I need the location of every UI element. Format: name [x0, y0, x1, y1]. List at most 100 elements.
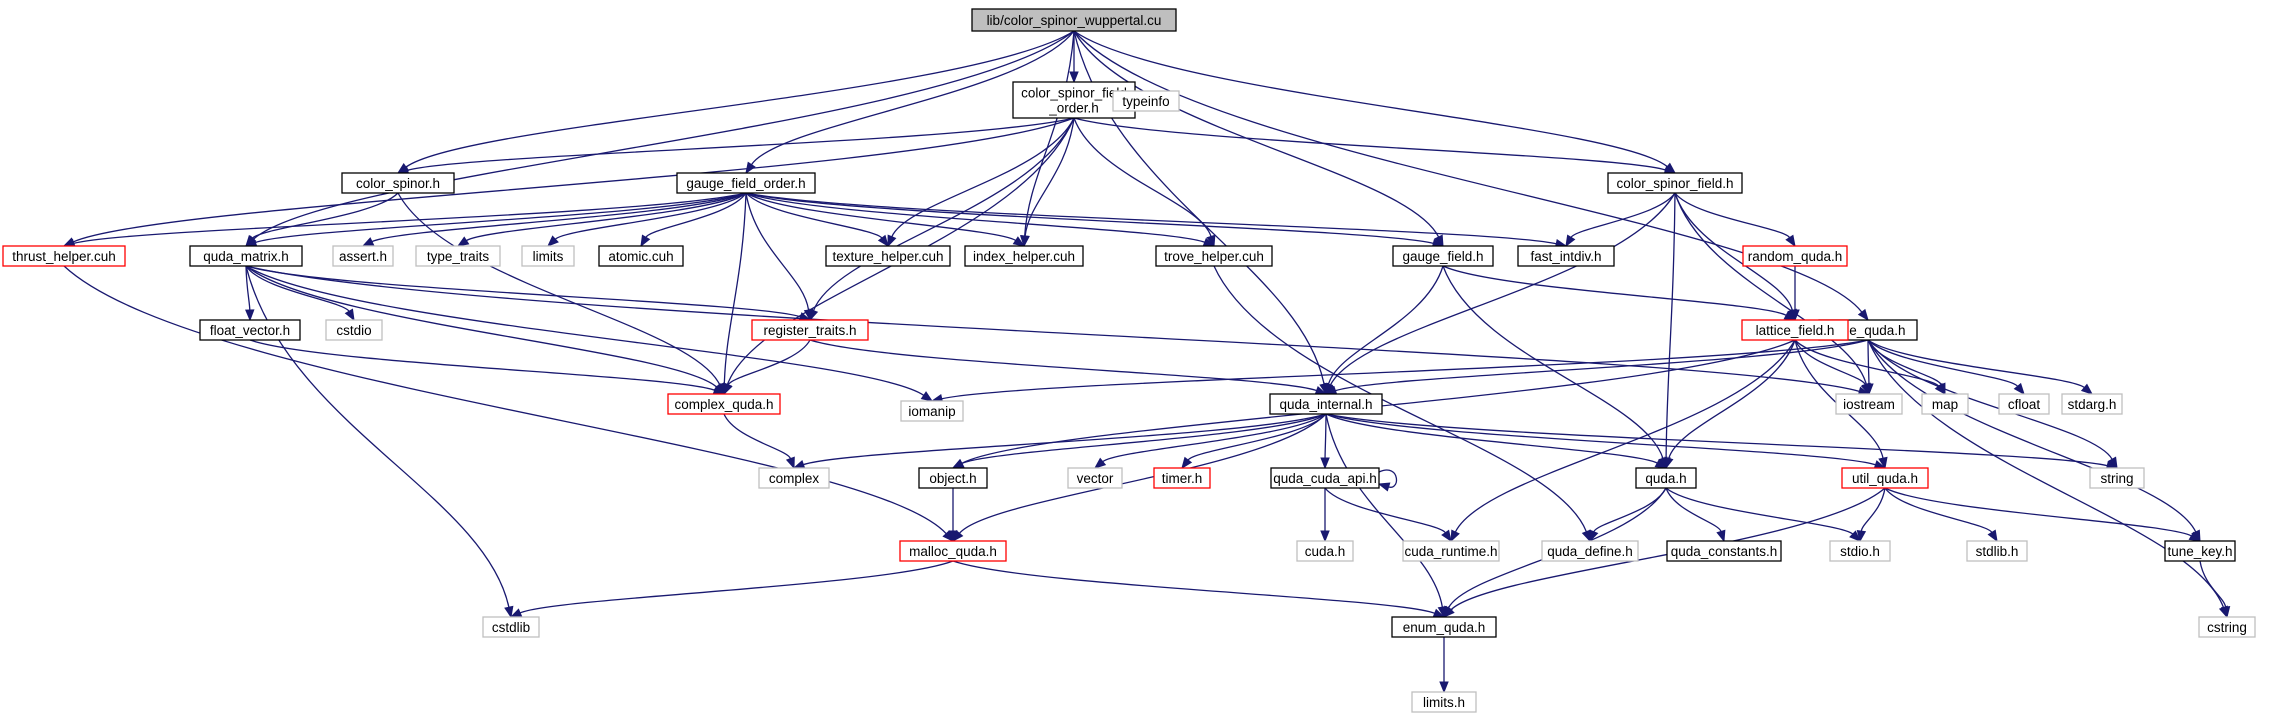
node-root[interactable]: lib/color_spinor_wuppertal.cu [971, 8, 1177, 32]
edge-line [63, 265, 947, 535]
node-index[interactable]: index_helper.cuh [964, 245, 1084, 267]
node-box [1155, 245, 1273, 267]
edge-lattice-to-cudart [1450, 339, 1796, 543]
node-lattice[interactable]: lattice_field.h [1741, 319, 1849, 341]
edge-enum-to-limitsh [1439, 637, 1449, 694]
edge-arrowhead [792, 460, 806, 469]
edge-gfo-to-limits [547, 192, 747, 247]
node-tunekey[interactable]: tune_key.h [2164, 540, 2236, 562]
edge-line [1867, 339, 2019, 387]
edge-gfo-to-index [745, 192, 1026, 247]
edge-qca-to-cudah [1320, 487, 1330, 543]
node-csf[interactable]: color_spinor_field.h [1607, 172, 1743, 194]
node-util[interactable]: util_quda.h [1841, 467, 1929, 489]
edge-arrowhead [1664, 456, 1674, 470]
node-qca[interactable]: quda_cuda_api.h [1270, 467, 1380, 489]
node-enum[interactable]: enum_quda.h [1391, 616, 1497, 638]
node-csfo[interactable]: color_spinor_field_order.h [1012, 81, 1136, 119]
node-gf[interactable]: gauge_field.h [1392, 245, 1494, 267]
edge-arrowhead [1181, 456, 1193, 470]
edge-csfo-to-index [1020, 117, 1075, 248]
node-qm[interactable]: quda_matrix.h [189, 245, 303, 267]
node-fastint[interactable]: fast_intdiv.h [1517, 245, 1615, 267]
node-object[interactable]: object.h [918, 467, 988, 489]
node-label: util_quda.h [1852, 471, 1918, 486]
node-texture[interactable]: texture_helper.cuh [825, 245, 951, 267]
edge-line [723, 413, 792, 460]
node-cudart: cuda_runtime.h [1402, 540, 1500, 562]
edge-line [1674, 192, 1791, 239]
edge-cq-to-complex [723, 413, 795, 470]
node-cstdio: cstdio [325, 319, 383, 341]
edge-line [723, 192, 747, 385]
node-box [1921, 393, 1969, 415]
edge-arrowhead [1377, 482, 1391, 492]
edge-line [1325, 413, 1658, 464]
edge-qi-to-timer [1181, 413, 1327, 470]
edge-qi-to-util [1325, 413, 1887, 470]
edge-arrowhead [456, 236, 470, 247]
edge-csfo-to-thrust [62, 117, 1075, 247]
edge-qi-to-enum [1325, 413, 1447, 619]
edge-arrowhead [1441, 529, 1452, 543]
edge-csfo-to-trove [1073, 117, 1216, 248]
edge-arrowhead [1093, 457, 1107, 469]
edge-gfo-to-atomic [640, 192, 747, 248]
node-iomanip: iomanip [900, 400, 964, 422]
node-qi[interactable]: quda_internal.h [1269, 393, 1383, 415]
node-qconst[interactable]: quda_constants.h [1666, 540, 1782, 562]
node-malloc[interactable]: malloc_quda.h [899, 540, 1007, 562]
node-box [825, 245, 951, 267]
node-cstring: cstring [2198, 616, 2256, 638]
node-label: quda_cuda_api.h [1273, 471, 1377, 486]
edge-gfo-to-regtr [745, 192, 814, 322]
edge-line [941, 339, 1869, 400]
node-box [1841, 467, 1929, 489]
edge-line [1325, 413, 1444, 608]
edge-line [251, 192, 399, 239]
edge-line [1324, 413, 1327, 459]
node-cq[interactable]: complex_quda.h [667, 393, 781, 415]
node-random[interactable]: random_quda.h [1742, 245, 1848, 267]
node-regtr[interactable]: register_traits.h [751, 319, 869, 341]
edge-csfo-to-csf [1073, 117, 1677, 175]
node-qh[interactable]: quda.h [1635, 467, 1697, 489]
node-gfo[interactable]: gauge_field_order.h [676, 172, 816, 194]
node-box [482, 616, 540, 638]
node-label: index_helper.cuh [973, 249, 1075, 264]
edge-line [1570, 192, 1676, 238]
edge-line [1102, 413, 1327, 463]
node-timer[interactable]: timer.h [1153, 467, 1211, 489]
node-trove[interactable]: trove_helper.cuh [1155, 245, 1273, 267]
node-stdarg: stdarg.h [2061, 393, 2123, 415]
edge-arrowhead [1857, 308, 1869, 322]
edge-line [1450, 487, 1886, 611]
edge-line [803, 413, 1327, 466]
edge-line [371, 192, 747, 243]
edge-qm-to-cstdio [245, 265, 355, 322]
node-atomic[interactable]: atomic.cuh [598, 245, 684, 267]
edge-csf-to-random [1674, 192, 1796, 248]
edge-line [1073, 30, 1440, 238]
edge-lattice-to-iostream [1794, 339, 1870, 396]
node-type_traits: type_traits [415, 245, 501, 267]
node-label: timer.h [1162, 471, 1203, 486]
edge-qi-to-qh [1325, 413, 1668, 469]
edge-arrowhead [887, 234, 897, 248]
node-box [2164, 540, 2236, 562]
node-label: vector [1077, 471, 1114, 486]
edge-line [245, 265, 1860, 392]
edge-csfo-to-texture [887, 117, 1075, 248]
node-label: limits.h [1423, 695, 1465, 710]
node-label: atomic.cuh [608, 249, 673, 264]
node-color_spinor[interactable]: color_spinor.h [341, 172, 455, 194]
edge-line [1867, 339, 1870, 385]
node-label: fast_intdiv.h [1530, 249, 1601, 264]
edge-tune-to-qi [1324, 339, 1869, 396]
node-label: stdlib.h [1976, 544, 2019, 559]
node-label: complex_quda.h [674, 397, 773, 412]
edge-util-to-enum [1443, 487, 1886, 618]
node-fv[interactable]: float_vector.h [199, 319, 301, 341]
node-thrust[interactable]: thrust_helper.cuh [2, 245, 126, 267]
